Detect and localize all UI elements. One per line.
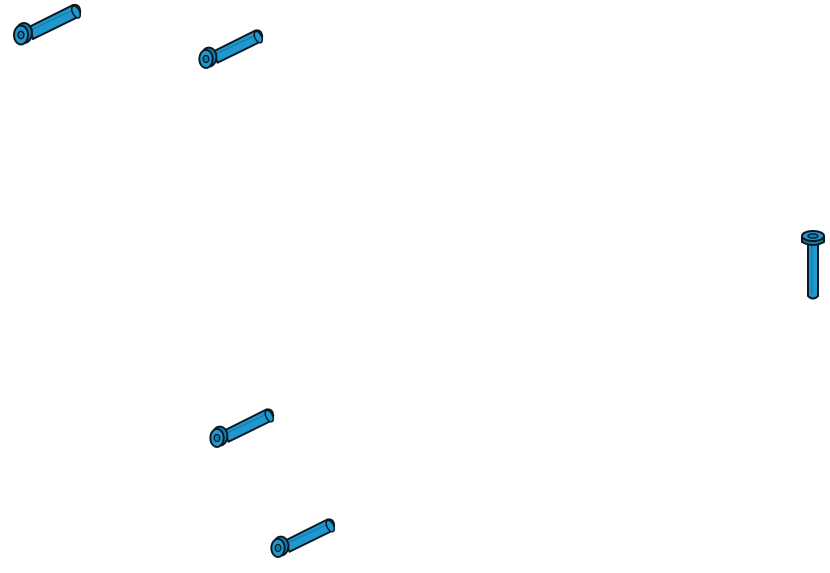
screw-5 [270, 518, 337, 558]
screw-icon [198, 29, 265, 69]
screw-2 [198, 29, 265, 69]
screw-icon [270, 518, 337, 558]
screw-icon [13, 3, 84, 46]
screw-icon [801, 230, 825, 300]
screw-icon [209, 408, 276, 448]
screw-4 [209, 408, 276, 448]
screw-1 [13, 3, 84, 46]
screw-3 [801, 230, 825, 300]
